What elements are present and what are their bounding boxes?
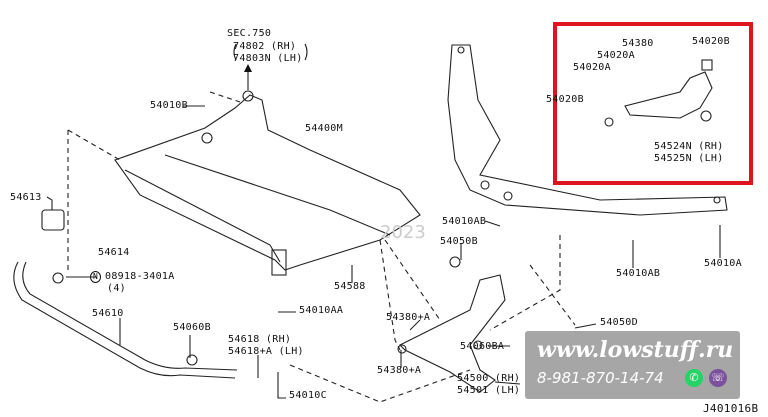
part-label[interactable]: 54525N (LH) <box>654 153 724 164</box>
part-label[interactable]: 54614 <box>98 247 130 258</box>
n-mark-icon: N <box>90 271 101 283</box>
part-label[interactable]: 54380+A <box>386 312 431 323</box>
leader-lines <box>46 70 721 399</box>
part-label[interactable]: 54380+A <box>377 365 422 376</box>
part-label[interactable]: 54618+A (LH) <box>228 346 304 357</box>
upper-link-54524n <box>604 59 713 127</box>
part-label[interactable]: 54618 (RH) <box>228 334 292 345</box>
part-label[interactable]: 54380 <box>622 38 654 49</box>
watermark-banner: www.lowstuff.ru 8-981-870-14-74 ✆ ☏ <box>525 331 740 399</box>
part-label[interactable]: 54500 (RH) <box>457 373 521 384</box>
part-label[interactable]: 54588 <box>334 281 366 292</box>
part-label[interactable]: 54610 <box>92 308 124 319</box>
part-label[interactable]: 54020B <box>546 94 584 105</box>
sec-ref-rh: 74802 (RH) <box>233 41 297 52</box>
watermark-url[interactable]: www.lowstuff.ru <box>537 337 734 363</box>
part-label[interactable]: 54020A <box>597 50 635 61</box>
part-label[interactable]: 54020B <box>692 36 730 47</box>
part-label[interactable]: 54501 (LH) <box>457 385 521 396</box>
whatsapp-icon[interactable]: ✆ <box>685 369 703 387</box>
stabilizer-bar-54610 <box>13 209 238 379</box>
part-label[interactable]: 54050D <box>600 317 638 328</box>
part-label[interactable]: 08918-3401A <box>105 271 175 282</box>
part-label[interactable]: 54010C <box>289 390 327 401</box>
part-label[interactable]: 54010A <box>704 258 742 269</box>
sec-ref-lh: 74803N (LH) <box>233 53 303 64</box>
watermark-year: 2023 <box>380 222 426 243</box>
part-label[interactable]: 54050B <box>440 236 478 247</box>
part-label[interactable]: 54010AB <box>616 268 661 279</box>
subframe-54400m <box>114 90 421 276</box>
viber-icon[interactable]: ☏ <box>709 369 727 387</box>
part-label[interactable]: 54010B <box>150 100 188 111</box>
part-label[interactable]: 54020A <box>573 62 611 73</box>
part-label[interactable]: 54400M <box>305 123 343 134</box>
part-label[interactable]: 54060BA <box>460 341 505 352</box>
part-qty: (4) <box>107 283 126 294</box>
rear-member <box>447 44 728 216</box>
part-label[interactable]: 54060B <box>173 322 211 333</box>
watermark-phone: 8-981-870-14-74 <box>537 369 664 387</box>
diagram-code: J401016B <box>703 402 759 415</box>
lower-link-54500 <box>397 256 506 393</box>
part-label[interactable]: 54010AA <box>299 305 344 316</box>
highlight-box <box>553 22 753 185</box>
part-label[interactable]: 54524N (RH) <box>654 141 724 152</box>
part-label[interactable]: 54613 <box>10 192 42 203</box>
sec-ref-title: SEC.750 <box>227 28 272 39</box>
part-label[interactable]: 54010AB <box>442 216 487 227</box>
